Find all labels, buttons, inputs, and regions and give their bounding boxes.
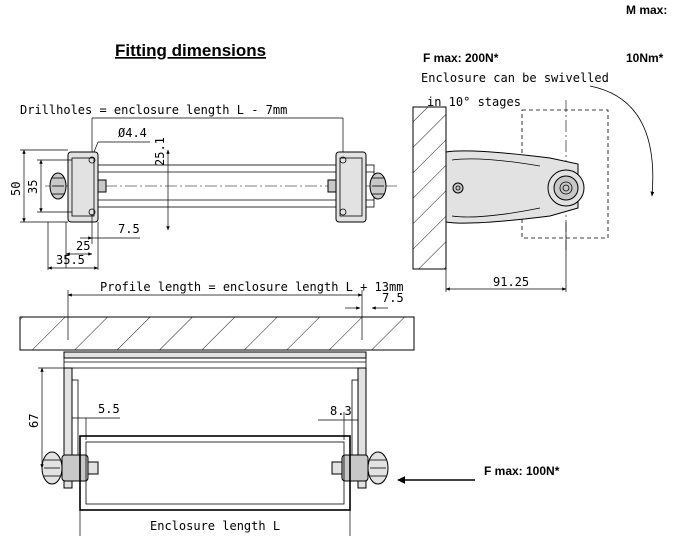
front-view-drawing: Profile length = enclosure length L + 13… [19, 280, 560, 536]
f-max-100-label: F max: 100N* [484, 464, 560, 478]
dim-50: 50 [9, 182, 23, 196]
dim-35: 35 [26, 180, 40, 194]
dim-67: 67 [27, 414, 41, 428]
page-title: Fitting dimensions [115, 41, 266, 60]
dim-91-25: 91.25 [493, 275, 529, 289]
dim-8-3: 8.3 [330, 404, 352, 418]
dim-25-1: 25.1 [153, 137, 167, 166]
swivel-note-line2: in 10° stages [427, 95, 521, 109]
dim-7-5-top: 7.5 [118, 222, 140, 236]
drillholes-label: Drillholes = enclosure length L - 7mm [20, 103, 287, 117]
swivel-note-line1: Enclosure can be swivelled [421, 71, 609, 85]
m-max-label: M max: [626, 3, 667, 17]
profile-length-label: Profile length = enclosure length L + 13… [100, 280, 403, 294]
top-view-drawing: Drillholes = enclosure length L - 7mm Ø4… [9, 103, 400, 270]
enclosure-length-label: Enclosure length L [150, 519, 280, 533]
dim-diameter-4-4: Ø4.4 [118, 126, 147, 140]
dim-25: 25 [76, 239, 90, 253]
m-max-value: 10Nm* [626, 51, 664, 65]
f-max-200-label: F max: 200N* [423, 51, 499, 65]
dim-7-5-bottom: 7.5 [382, 291, 404, 305]
dim-35-5: 35.5 [56, 253, 85, 267]
dim-5-5: 5.5 [98, 402, 120, 416]
side-view-drawing: 91.25 [412, 85, 655, 292]
